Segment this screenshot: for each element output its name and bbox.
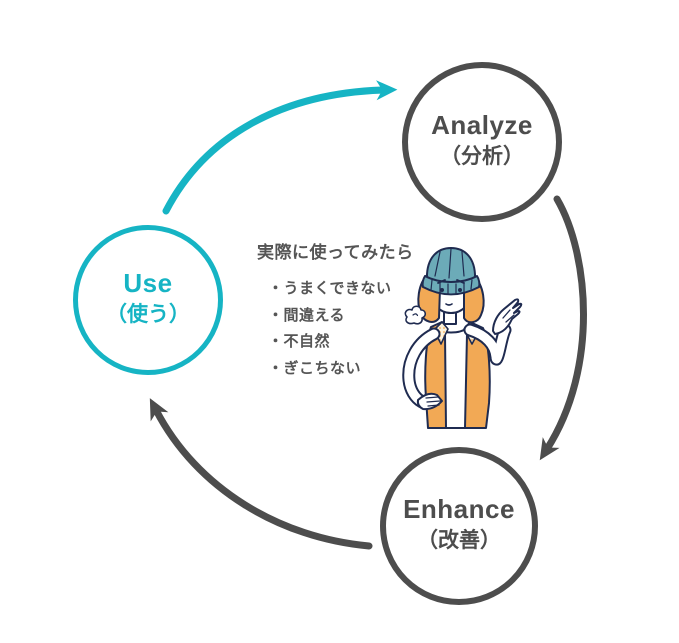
note-item: ・うまくできない bbox=[268, 280, 392, 297]
person-collar-left bbox=[433, 321, 449, 345]
center-note: 実際に使ってみたら ・うまくできない ・間違える ・不自然 ・ぎこちない bbox=[257, 238, 427, 382]
node-analyze-label-en: Analyze bbox=[431, 110, 533, 141]
note-item: ・ぎこちない bbox=[268, 359, 362, 377]
arrow-enhance-to-use bbox=[149, 398, 373, 550]
note-item: ・間違える bbox=[268, 306, 346, 324]
node-enhance-label-ja: （改善） bbox=[417, 529, 501, 553]
person-hair-right bbox=[463, 275, 485, 324]
beanie-hat bbox=[425, 247, 477, 287]
person-neck bbox=[443, 307, 457, 325]
person-shirt bbox=[432, 327, 470, 429]
node-enhance: Enhance （改善） bbox=[380, 447, 538, 605]
person-eyebrows bbox=[437, 279, 465, 284]
person-mouth bbox=[445, 303, 453, 306]
node-use: Use （使う） bbox=[73, 225, 223, 375]
note-list: ・うまくできない ・間違える ・不自然 ・ぎこちない bbox=[268, 276, 427, 382]
node-use-label-ja: （使う） bbox=[106, 303, 190, 327]
beanie-brim bbox=[421, 275, 481, 296]
node-analyze: Analyze （分析） bbox=[402, 62, 562, 222]
person-eye-right bbox=[458, 288, 462, 292]
person-face bbox=[429, 266, 473, 314]
arrow-use-to-analyze bbox=[162, 80, 398, 215]
person-right-arm bbox=[463, 323, 512, 366]
person-raised-hand bbox=[492, 298, 523, 335]
person-vest-right bbox=[464, 321, 491, 429]
person-eye-left bbox=[440, 288, 444, 292]
person-vest-left bbox=[424, 321, 447, 429]
note-item: ・不自然 bbox=[268, 333, 331, 350]
person-hip-hand bbox=[416, 392, 443, 411]
person-collar-right bbox=[463, 321, 480, 345]
node-enhance-label-en: Enhance bbox=[403, 494, 515, 525]
note-heading: 実際に使ってみたら bbox=[257, 243, 414, 262]
arrow-analyze-to-enhance bbox=[539, 195, 587, 461]
node-analyze-label-ja: （分析） bbox=[440, 145, 524, 169]
node-use-label-en: Use bbox=[123, 268, 173, 299]
